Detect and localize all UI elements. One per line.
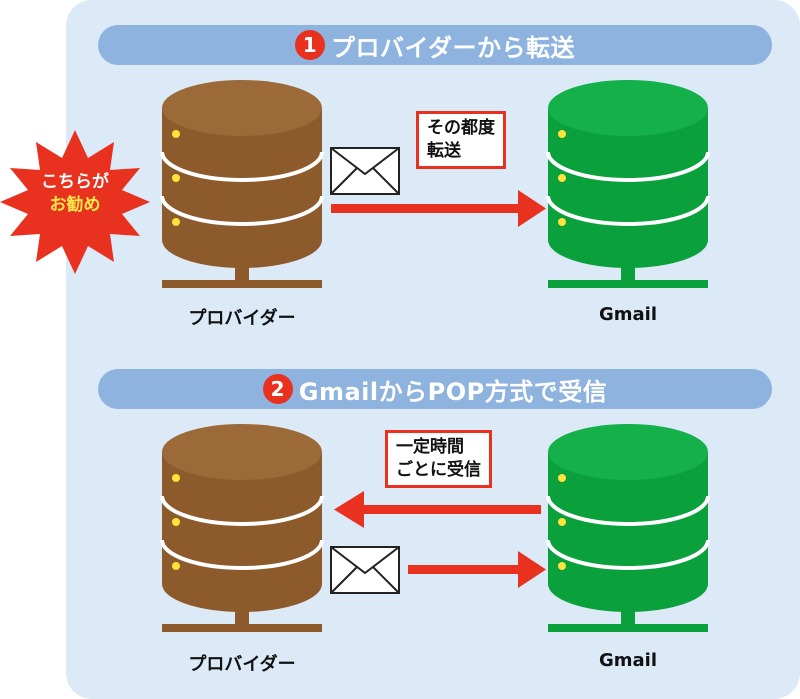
arrow-right-icon-1 [331, 190, 546, 227]
section1-arrow-note: その都度 転送 [416, 111, 506, 169]
envelope-icon-1 [330, 147, 400, 195]
section1-banner: 1 プロバイダーから転送 [98, 25, 772, 65]
recommend-text: こちらが お勧め [20, 171, 130, 217]
gmail-server-icon-2 [546, 422, 710, 634]
provider-server-icon-1 [160, 78, 324, 290]
section1-title: プロバイダーから転送 [330, 33, 576, 62]
section2-banner: 2 GmailからPOP方式で受信 [98, 369, 772, 409]
section1-number-badge: 1 [294, 30, 325, 60]
section2-arrow-note: 一定時間 ごとに受信 [385, 430, 492, 488]
gmail-server-icon-1 [546, 78, 710, 290]
section2-gmail-label: Gmail [598, 650, 658, 671]
section2-provider-label: プロバイダー [188, 654, 296, 675]
arrow-right-icon-2 [408, 551, 546, 588]
provider-server-icon-2 [160, 422, 324, 634]
section2-title: GmailからPOP方式で受信 [298, 377, 608, 406]
section1-provider-label: プロバイダー [188, 308, 296, 329]
recommend-line2: お勧め [49, 195, 101, 215]
section2-number-badge: 2 [262, 374, 293, 404]
recommend-line1: こちらが [41, 172, 109, 192]
recommend-starburst [0, 130, 150, 274]
section1-gmail-label: Gmail [598, 304, 658, 325]
envelope-icon-2 [330, 546, 400, 594]
arrow-left-icon-2 [334, 491, 541, 528]
